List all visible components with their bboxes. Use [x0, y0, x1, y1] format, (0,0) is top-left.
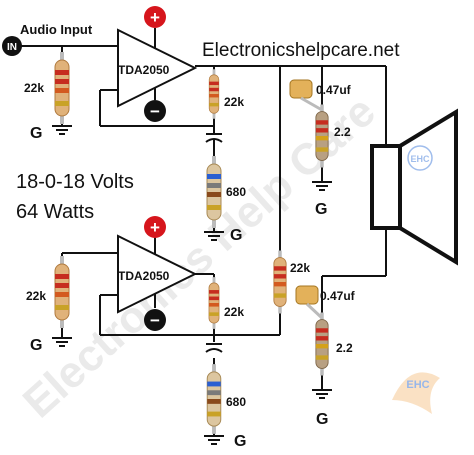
- capacitor-feedback-bottom: [205, 343, 223, 353]
- resistor-bridge: [273, 250, 287, 314]
- audio-input-label: Audio Input: [20, 22, 93, 37]
- ground-label-1: G: [30, 125, 42, 142]
- resistor-feedback-bottom: [208, 276, 220, 330]
- opamp-bottom: [117, 234, 198, 314]
- resistor-bridge-label: 22k: [290, 261, 310, 275]
- svg-text:+: +: [150, 218, 160, 237]
- ground-label-2: G: [230, 227, 242, 244]
- svg-text:−: −: [150, 102, 160, 121]
- site-title: Electronicshelpcare.net: [202, 40, 400, 61]
- watermark: Electronics Help Care: [14, 87, 385, 428]
- zobel-capacitor-bottom: [295, 285, 324, 320]
- ehc-logo-bottom: EHC: [392, 372, 440, 414]
- ground-label-6: G: [316, 411, 328, 428]
- zobel-capacitor-top: [289, 79, 323, 112]
- resistor-feedback-top-label: 22k: [224, 95, 244, 109]
- chip-label-bottom: TDA2050: [118, 269, 170, 283]
- svg-text:EHC: EHC: [406, 379, 429, 391]
- ground-label-5: G: [234, 433, 246, 450]
- chip-label-top: TDA2050: [118, 63, 170, 77]
- resistor-680-bottom-label: 680: [226, 395, 246, 409]
- resistor-feedback-bottom-label: 22k: [224, 305, 244, 319]
- resistor-input-top-label: 22k: [24, 81, 44, 95]
- power-rating-text: 64 Watts: [16, 201, 94, 223]
- zobel-resistor-bottom: [315, 312, 329, 376]
- ground-label-3: G: [315, 201, 327, 218]
- resistor-680-bottom: [206, 363, 222, 435]
- capacitor-feedback-top: [205, 133, 223, 143]
- resistor-680-top: [206, 155, 222, 229]
- zobel-capacitor-bottom-label: 0.47uf: [320, 289, 356, 303]
- zobel-resistor-bottom-label: 2.2: [336, 341, 353, 355]
- ehc-logo-top: EHC: [407, 145, 433, 171]
- input-terminal: [2, 36, 22, 56]
- resistor-680-top-label: 680: [226, 185, 246, 199]
- input-terminal-label: IN: [7, 42, 17, 53]
- svg-text:EHC: EHC: [410, 154, 430, 164]
- zobel-resistor-top-label: 2.2: [334, 125, 351, 139]
- resistor-input-top: [54, 51, 70, 125]
- supply-voltage-text: 18-0-18 Volts: [16, 171, 134, 193]
- zobel-capacitor-top-label: 0.47uf: [316, 83, 352, 97]
- svg-text:+: +: [150, 8, 160, 27]
- resistor-feedback-top: [208, 68, 220, 120]
- resistor-input-bottom: [54, 255, 70, 329]
- minus-supply-icon-bottom: −: [144, 309, 166, 331]
- plus-supply-icon-top: +: [144, 6, 166, 28]
- zobel-resistor-top: [315, 104, 329, 168]
- minus-supply-icon-top: −: [144, 100, 166, 122]
- plus-supply-icon-bottom: +: [144, 216, 166, 238]
- ground-label-4: G: [30, 337, 42, 354]
- svg-text:−: −: [150, 311, 160, 330]
- resistor-input-bottom-label: 22k: [26, 289, 46, 303]
- opamp-top: [117, 28, 198, 108]
- speaker-icon: [370, 108, 458, 266]
